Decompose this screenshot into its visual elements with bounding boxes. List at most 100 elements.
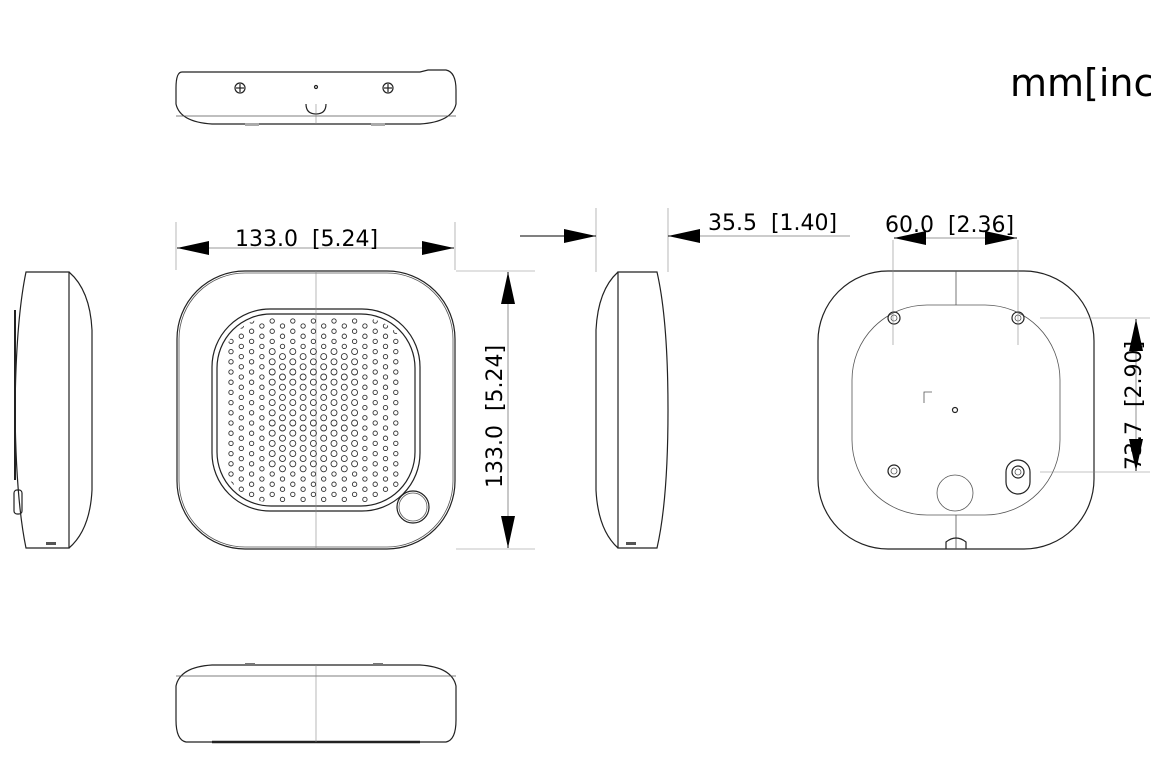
grill-hole bbox=[228, 389, 234, 396]
grill-hole bbox=[320, 393, 328, 401]
grill-hole bbox=[289, 368, 297, 376]
grill-hole bbox=[289, 439, 297, 447]
grill-hole bbox=[351, 429, 359, 437]
grill-hole bbox=[269, 318, 275, 324]
grill-hole bbox=[268, 439, 276, 447]
grill-hole bbox=[228, 430, 234, 436]
grill-hole bbox=[268, 399, 276, 407]
grill-hole bbox=[259, 343, 265, 350]
grill-hole bbox=[393, 410, 399, 416]
grill-hole bbox=[382, 455, 389, 462]
depth-label: 35.5 [1.40] bbox=[708, 211, 837, 236]
grill-hole bbox=[362, 323, 368, 329]
grill-hole bbox=[320, 373, 328, 381]
grill-hole bbox=[238, 476, 244, 482]
grill-hole bbox=[238, 333, 244, 339]
grill-hole bbox=[269, 328, 275, 334]
grill-hole bbox=[393, 481, 399, 487]
front-view bbox=[176, 270, 456, 550]
grill-hole bbox=[238, 445, 244, 452]
grill-hole bbox=[340, 383, 348, 391]
grill-hole bbox=[330, 358, 338, 366]
grill-hole bbox=[300, 343, 306, 350]
grill-hole bbox=[340, 455, 348, 463]
grill-hole bbox=[372, 359, 378, 365]
grill-hole bbox=[340, 414, 348, 422]
grill-hole bbox=[340, 465, 348, 473]
grill-hole bbox=[321, 323, 327, 329]
grill-hole bbox=[362, 425, 368, 431]
grill-hole bbox=[372, 379, 378, 385]
grill-hole bbox=[362, 343, 368, 350]
grill-hole bbox=[309, 460, 317, 468]
grill-hole bbox=[268, 348, 276, 356]
grill-hole bbox=[290, 481, 296, 487]
grill-hole bbox=[351, 348, 359, 356]
grill-hole bbox=[382, 425, 389, 431]
grill-hole bbox=[238, 384, 244, 390]
keyhole-slot-icon bbox=[1005, 459, 1031, 495]
grill-hole bbox=[259, 384, 265, 390]
grill-hole bbox=[340, 404, 348, 412]
grill-hole bbox=[269, 471, 275, 477]
grill-hole bbox=[300, 476, 306, 482]
top-view bbox=[175, 69, 457, 126]
grill-hole bbox=[269, 338, 275, 345]
grill-hole bbox=[351, 471, 358, 477]
grill-hole bbox=[351, 358, 359, 366]
grill-hole bbox=[372, 348, 378, 355]
grill-hole bbox=[382, 343, 389, 350]
right-side-view: 35.5 [1.40] bbox=[520, 208, 850, 549]
grill-hole bbox=[238, 374, 244, 380]
grill-hole bbox=[248, 328, 255, 334]
grill-hole bbox=[228, 461, 234, 467]
grill-hole bbox=[393, 420, 399, 426]
grill-hole bbox=[238, 404, 244, 411]
grill-hole bbox=[372, 450, 378, 457]
grill-hole bbox=[351, 450, 359, 458]
grill-hole bbox=[279, 363, 286, 371]
grill-hole bbox=[309, 419, 317, 427]
grill-hole bbox=[279, 424, 286, 432]
grill-hole bbox=[259, 374, 265, 380]
grill-hole bbox=[259, 455, 265, 462]
grill-hole bbox=[238, 466, 244, 472]
grill-hole bbox=[382, 445, 389, 452]
grill-hole bbox=[299, 404, 307, 412]
grill-hole bbox=[393, 430, 399, 436]
grill-hole bbox=[341, 486, 347, 492]
grill-hole bbox=[351, 378, 359, 386]
grill-hole bbox=[259, 425, 265, 431]
grill-hole bbox=[259, 323, 265, 329]
grill-hole bbox=[289, 388, 297, 396]
grill-hole bbox=[340, 373, 348, 381]
grill-hole bbox=[320, 465, 328, 473]
grill-hole bbox=[372, 318, 378, 324]
grill-hole bbox=[268, 358, 276, 366]
grill-hole bbox=[238, 425, 244, 431]
grill-hole bbox=[330, 409, 338, 417]
grill-hole bbox=[228, 379, 234, 385]
grill-hole bbox=[310, 328, 317, 334]
hole-spacing-vertical-label: 73.7 [2.90] bbox=[1122, 341, 1147, 470]
grill-hole bbox=[341, 323, 347, 329]
grill-hole bbox=[238, 394, 244, 401]
grill-hole bbox=[330, 378, 338, 386]
grill-hole bbox=[320, 383, 328, 391]
grill-hole bbox=[310, 491, 317, 498]
grill-hole bbox=[351, 338, 358, 345]
grill-hole bbox=[362, 364, 368, 370]
grill-hole bbox=[362, 384, 368, 390]
screw-icon bbox=[382, 82, 394, 94]
grill-hole bbox=[279, 455, 286, 463]
grill-hole bbox=[309, 450, 317, 458]
grill-hole bbox=[362, 353, 368, 360]
grill-hole bbox=[330, 419, 338, 427]
grill-hole bbox=[268, 460, 276, 468]
grill-hole bbox=[290, 328, 296, 334]
grill-hole bbox=[372, 369, 378, 375]
grill-hole bbox=[238, 364, 244, 370]
grill-hole bbox=[228, 399, 234, 406]
grill-hole bbox=[382, 404, 389, 411]
grill-hole bbox=[309, 409, 317, 417]
